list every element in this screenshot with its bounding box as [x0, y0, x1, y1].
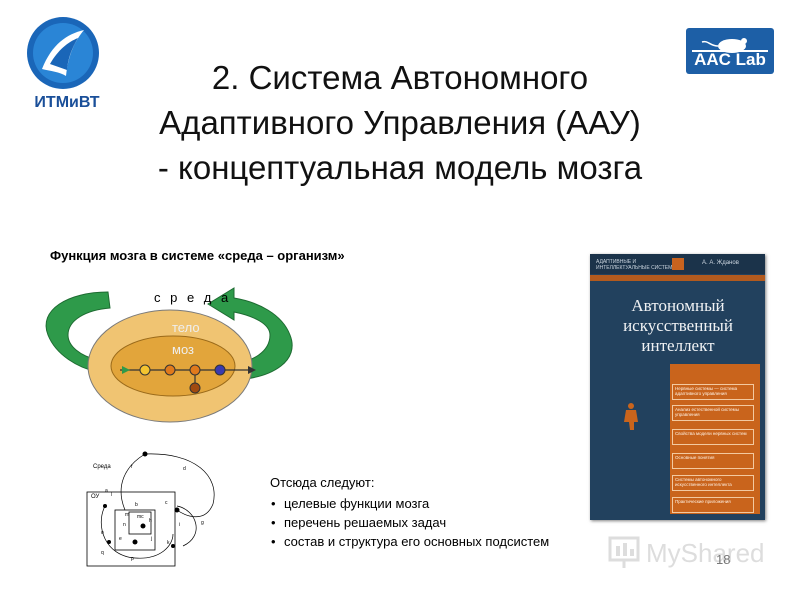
aac-lab-logo: AAC Lab [686, 28, 774, 74]
node-brown [189, 382, 201, 394]
schema-letter-i: i [179, 522, 180, 528]
book-series: Адаптивные и интеллектуальные системы [596, 259, 677, 271]
environment-organism-diagram [45, 287, 293, 423]
schema-letter-o: o [101, 530, 104, 536]
schema-letter-a: a [105, 488, 108, 494]
slide-title: 2. Система Автономного Адаптивного Управ… [120, 55, 680, 190]
schema-letters: a b c d e f g h i j k l m n o p q mc [101, 464, 204, 562]
book-author: А. А. Жданов [702, 260, 739, 266]
schema-inner-box [114, 509, 156, 551]
book-contents-item: Анализ естественной системы управления [672, 405, 754, 421]
consequences-block: Отсюда следуют: целевые функции мозга пе… [270, 474, 560, 552]
node-orange-1 [164, 364, 176, 376]
node-yellow [139, 364, 151, 376]
schema-node [140, 523, 146, 529]
schema-letter-m: m [125, 512, 129, 518]
schema-letter-j: j [150, 536, 152, 542]
book-cover: Адаптивные и интеллектуальные системы А.… [590, 254, 765, 520]
itmivt-logo-text: ИТМиВТ [34, 94, 100, 111]
aac-lab-logo-text: AAC Lab [694, 50, 766, 69]
signal-arrowhead [248, 366, 256, 374]
book-orange-column [670, 364, 760, 514]
body-label: тело [172, 320, 200, 335]
schema-letter-n: n [123, 522, 126, 528]
schema-letter-b: b [135, 502, 138, 508]
schema-letter-k: k [167, 540, 170, 546]
schema-node [174, 507, 180, 513]
page-number: 18 [716, 552, 731, 567]
watermark-text: MyShared [646, 538, 765, 568]
schema-outer-box [86, 491, 176, 567]
consequences-heading: Отсюда следуют: [270, 475, 375, 490]
list-item: целевые функции мозга [270, 495, 560, 512]
schema-node [142, 451, 148, 457]
myshared-watermark: MyShared [606, 534, 776, 574]
list-item: перечень решаемых задач [270, 514, 560, 531]
schema-node [107, 540, 111, 544]
schema-node [103, 504, 107, 508]
book-contents-item: Нервные системы — система адаптивного уп… [672, 384, 754, 400]
book-contents-item: Системы автономного искусственного интел… [672, 475, 754, 491]
title-line-2: Адаптивного Управления (ААУ) [159, 104, 641, 141]
brain-label: моз [172, 342, 194, 357]
schema-loop-1 [144, 453, 215, 518]
list-item: состав и структура его основных подсисте… [270, 533, 560, 550]
schema-node [171, 544, 175, 548]
book-contents-item: Свойства модели нервных систем [672, 429, 754, 445]
schema-letter-h: h [149, 518, 152, 524]
schema-env-label: Среда [93, 464, 111, 470]
schema-letter-f: f [131, 464, 133, 470]
book-orange-strip [590, 275, 765, 281]
environment-label: с р е д а [154, 290, 232, 305]
diagram-subtitle: Функция мозга в системе «среда – организ… [50, 248, 345, 263]
schema-letter-g: g [201, 520, 204, 526]
schema-node [132, 539, 138, 545]
itmivt-emblem-icon [27, 17, 99, 89]
schema-core-box [128, 511, 152, 535]
control-schema-diagram: Среда ОУ a b c d e f g h i j k l m n o p… [86, 451, 215, 567]
consequences-list: целевые функции мозга перечень решаемых … [270, 495, 560, 550]
schema-letter-p: p [131, 556, 134, 562]
presentation-icon [608, 536, 640, 568]
book-title: Автономный искусственный интеллект [623, 296, 733, 355]
schema-letter-q: q [101, 550, 104, 556]
title-line-3: - концептуальная модель мозга [157, 149, 643, 186]
mouse-icon [692, 38, 768, 53]
itmivt-logo: ИТМиВТ [22, 14, 104, 124]
signal-start-arrow [122, 366, 130, 374]
schema-letter-e: e [119, 536, 122, 542]
schema-loop-2 [120, 453, 146, 511]
schema-letter-d: d [183, 466, 186, 472]
book-contents-item: Практические приложения [672, 497, 754, 513]
title-line-1: 2. Система Автономного [211, 59, 589, 96]
thinker-figure-icon [624, 403, 638, 430]
schema-loop-3 [101, 505, 174, 559]
node-orange-2 [189, 364, 201, 376]
schema-loop-4 [176, 505, 197, 547]
book-orange-mark [672, 258, 684, 270]
schema-letter-l: l [111, 492, 112, 498]
right-cycle-arrow [207, 287, 293, 381]
book-contents-item: Основные понятия [672, 453, 754, 469]
schema-ou-label: ОУ [91, 494, 100, 500]
node-blue [214, 364, 226, 376]
schema-letter-c: c [165, 500, 168, 506]
schema-letter-mc: mc [137, 514, 144, 520]
